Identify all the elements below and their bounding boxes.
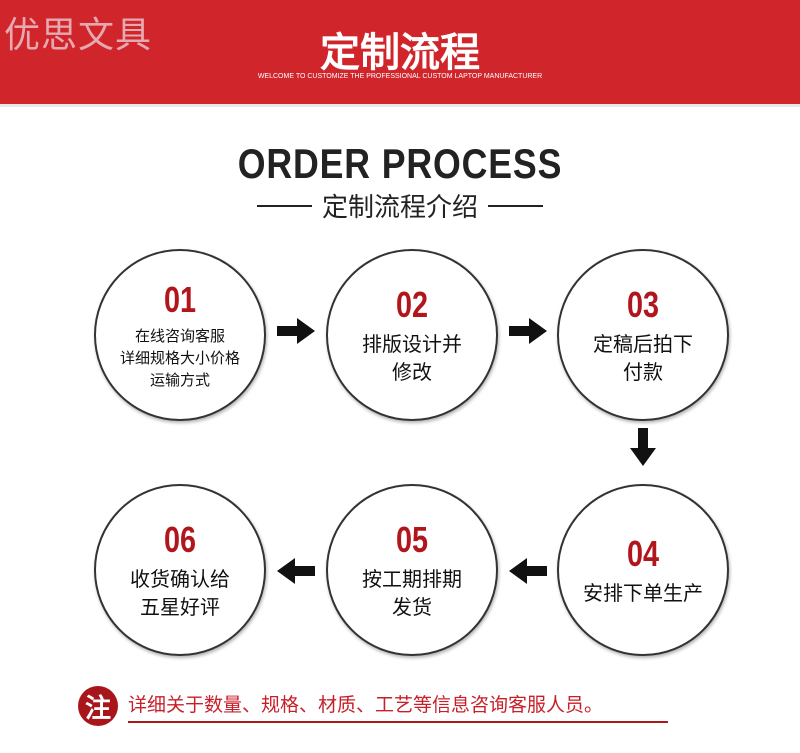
step-text: 五星好评 bbox=[140, 595, 220, 619]
step-text: 排版设计并 bbox=[362, 332, 462, 356]
banner-title: 定制流程 bbox=[320, 30, 480, 76]
brand-watermark: 优思文具 bbox=[4, 15, 153, 56]
step-03: 03 定稿后拍下 付款 bbox=[557, 249, 729, 421]
arrow-right-icon bbox=[509, 318, 547, 344]
step-06: 06 收货确认给 五星好评 bbox=[94, 484, 266, 656]
step-number: 04 bbox=[626, 533, 660, 574]
step-text: 收货确认给 bbox=[130, 567, 230, 591]
step-text: 修改 bbox=[392, 360, 432, 384]
step-text: 运输方式 bbox=[149, 371, 210, 389]
step-number: 02 bbox=[395, 284, 429, 325]
step-01: 01 在线咨询客服 详细规格大小价格 运输方式 bbox=[94, 249, 266, 421]
step-text: 详细规格大小价格 bbox=[119, 349, 240, 367]
arrow-down-icon bbox=[630, 428, 656, 466]
section-title-en: ORDER PROCESS bbox=[237, 140, 563, 187]
arrow-right-icon bbox=[277, 318, 315, 344]
step-number: 03 bbox=[626, 284, 660, 325]
divider bbox=[488, 204, 543, 207]
step-number: 05 bbox=[395, 519, 429, 560]
step-text: 安排下单生产 bbox=[583, 581, 703, 605]
header-banner: 优思文具 定制流程 WELCOME TO CUSTOMIZE THE PROFE… bbox=[0, 0, 800, 107]
note-badge: 注 bbox=[78, 686, 118, 726]
divider bbox=[256, 204, 312, 207]
step-text: 付款 bbox=[623, 360, 663, 384]
step-text: 定稿后拍下 bbox=[593, 332, 693, 356]
note: 注 详细关于数量、规格、材质、工艺等信息咨询客服人员。 bbox=[78, 686, 668, 726]
step-text: 按工期排期 bbox=[362, 567, 462, 591]
step-number: 01 bbox=[163, 279, 197, 320]
step-05: 05 按工期排期 发货 bbox=[326, 484, 498, 656]
step-text: 在线咨询客服 bbox=[134, 327, 225, 345]
step-text: 发货 bbox=[392, 595, 432, 619]
arrow-left-icon bbox=[509, 558, 547, 584]
note-text: 详细关于数量、规格、材质、工艺等信息咨询客服人员。 bbox=[128, 690, 668, 723]
section-title-cn-wrap: 定制流程介绍 bbox=[0, 187, 800, 224]
step-02: 02 排版设计并 修改 bbox=[326, 249, 498, 421]
banner-subtitle: WELCOME TO CUSTOMIZE THE PROFESSIONAL CU… bbox=[257, 73, 543, 80]
step-04: 04 安排下单生产 bbox=[557, 484, 729, 656]
arrow-left-icon bbox=[277, 558, 315, 584]
section-title-cn: 定制流程介绍 bbox=[321, 193, 478, 223]
step-number: 06 bbox=[163, 519, 197, 560]
